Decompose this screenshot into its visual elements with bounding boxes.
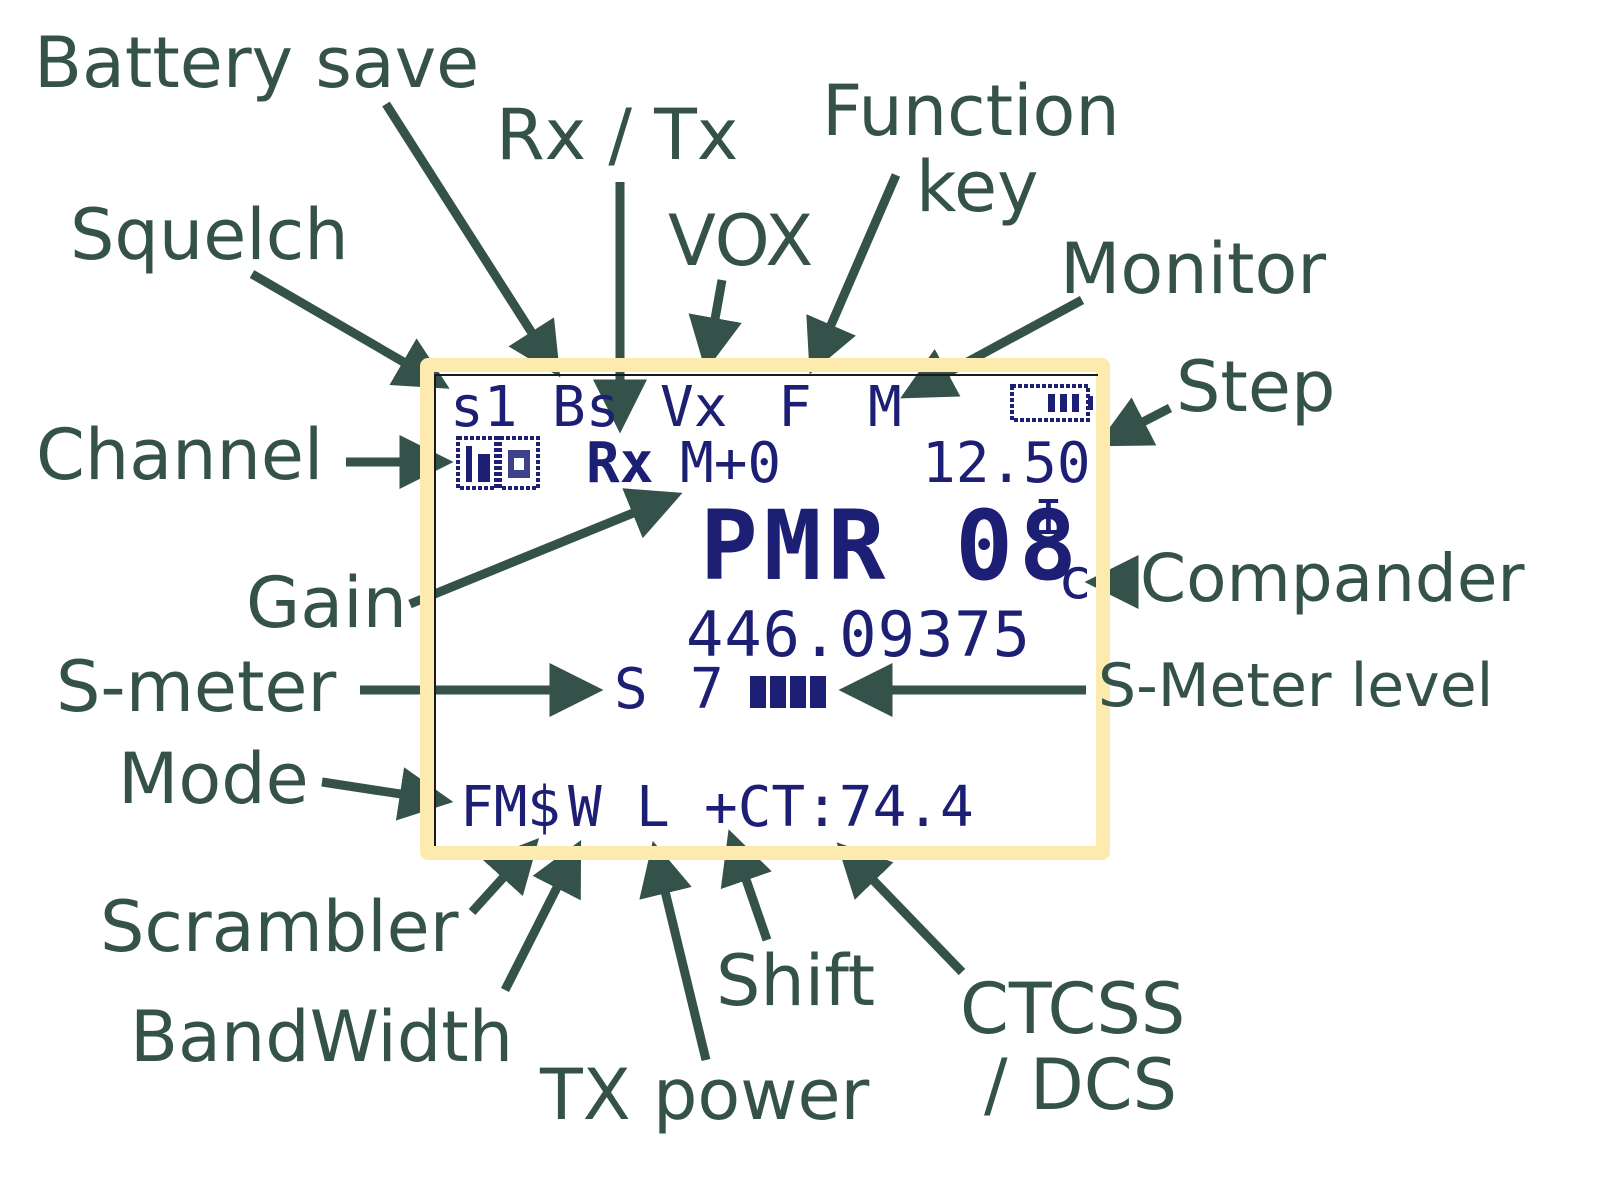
- callout-gain: Gain: [246, 562, 407, 644]
- battery-icon: [1010, 384, 1093, 422]
- callout-function-key-line1: Function: [822, 70, 1120, 152]
- callout-monitor: Monitor: [1060, 228, 1327, 310]
- channel-number-icon: [456, 436, 540, 490]
- lcd-screen: [434, 374, 1098, 846]
- arrow-vox: [688, 279, 742, 372]
- callout-scrambler: Scrambler: [100, 886, 459, 968]
- arrow-tx-power: [639, 840, 711, 1062]
- callout-s-meter-level: S-Meter level: [1098, 651, 1494, 721]
- callout-function-key-line2: key: [916, 145, 1039, 228]
- arrow-bandwidth: [500, 839, 582, 993]
- callout-ctcss-line1: CTCSS: [960, 968, 1186, 1050]
- lcd-bandwidth: W: [568, 775, 602, 840]
- arrow-battery-save: [382, 101, 561, 378]
- callout-tx-power: TX power: [540, 1054, 870, 1136]
- lcd-monitor: M: [868, 375, 902, 440]
- lcd-mode: FM: [460, 775, 528, 840]
- lcd-compander: c: [1058, 547, 1092, 612]
- lcd-scrambler: $: [527, 775, 561, 840]
- signal-bars-icon: [750, 676, 826, 708]
- lcd-gain: M+0: [680, 431, 782, 496]
- arrow-step: [1096, 397, 1173, 447]
- callout-mode: Mode: [118, 738, 309, 820]
- lcd-ctcss: +CT:74.4: [704, 775, 974, 840]
- callout-compander: Compander: [1140, 540, 1525, 617]
- arrow-monitor: [900, 296, 1085, 399]
- callout-rx-tx: Rx / Tx: [496, 94, 739, 176]
- arrow-squelch: [249, 270, 450, 389]
- lcd-s-label: S: [614, 657, 648, 722]
- callout-ctcss-line2: / DCS: [984, 1043, 1178, 1126]
- lcd-vox: Vx: [660, 375, 728, 440]
- lcd-channel-name: PMR 08: [700, 490, 1083, 602]
- lcd-frame: [420, 358, 1110, 860]
- arrow-function-key: [806, 173, 901, 375]
- lcd-squelch-value: s1: [450, 375, 518, 440]
- callout-vox: VOX: [668, 200, 814, 282]
- callout-squelch: Squelch: [70, 194, 349, 276]
- callout-shift: Shift: [716, 940, 876, 1022]
- callout-s-meter: S-meter: [56, 646, 337, 728]
- lcd-function: F: [778, 375, 812, 440]
- callout-step: Step: [1176, 346, 1336, 428]
- lcd-frequency: 446.09375: [686, 598, 1031, 671]
- lcd-s-value: 7: [690, 657, 724, 722]
- lcd-rx-indicator: Rx: [586, 431, 654, 496]
- lcd-battery-save: Bs: [552, 375, 620, 440]
- arrow-gain: [408, 488, 683, 609]
- callout-ctcss-dcs: CTCSS / DCS: [960, 968, 1186, 1126]
- lcd-power: L: [636, 775, 670, 840]
- lcd-step: 12.50: [922, 431, 1091, 496]
- lcd-indicator-i: I: [1034, 490, 1063, 546]
- callout-channel: Channel: [36, 414, 324, 496]
- callout-function-key: Function key: [822, 70, 1120, 228]
- arrow-ctcss: [836, 842, 966, 976]
- callout-bandwidth: BandWidth: [130, 996, 514, 1078]
- callout-battery-save: Battery save: [34, 22, 480, 104]
